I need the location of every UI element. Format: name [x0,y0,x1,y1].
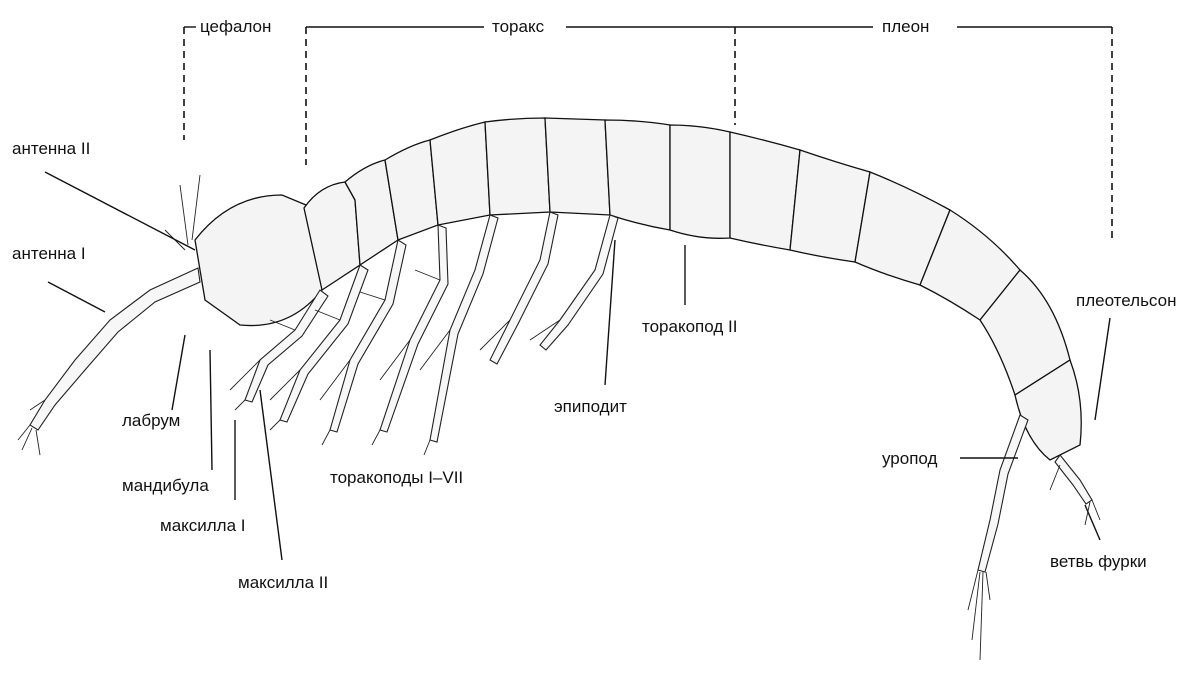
region-label-cephalon: цефалон [198,17,273,37]
label-epipodite: эпиподит [552,397,629,417]
label-labrum: лабрум [120,411,182,431]
label-thoracopods: торакоподы I–VII [328,468,465,488]
label-thoracopod-2: торакопод II [640,317,739,337]
pleon-segment-2 [730,132,800,250]
body-segments [195,118,1081,460]
antenna-1-shape [30,268,200,430]
region-label-pleon: плеон [880,17,931,37]
head-segment [195,195,322,326]
furca-shape [1055,455,1092,504]
label-antenna-2: антенна II [10,139,92,159]
label-pleotelson: плеотельсон [1074,291,1178,311]
thorax-segment-4 [430,122,490,225]
pleon-segment-1 [670,125,730,238]
uropod-and-furca [968,415,1100,660]
region-label-thorax: торакс [490,17,546,37]
label-uropod: уропод [880,449,939,469]
label-maxilla-1: максилла I [158,516,248,536]
thorax-segment-7 [605,120,670,230]
thorax-segment-6 [545,118,610,215]
label-furca-branch: ветвь фурки [1048,552,1149,572]
label-antenna-1: антенна I [10,244,88,264]
label-maxilla-2: максилла II [236,573,330,593]
label-mandible: мандибула [120,476,211,496]
uropod-shape [978,415,1028,572]
thorax-segment-5 [485,118,550,215]
